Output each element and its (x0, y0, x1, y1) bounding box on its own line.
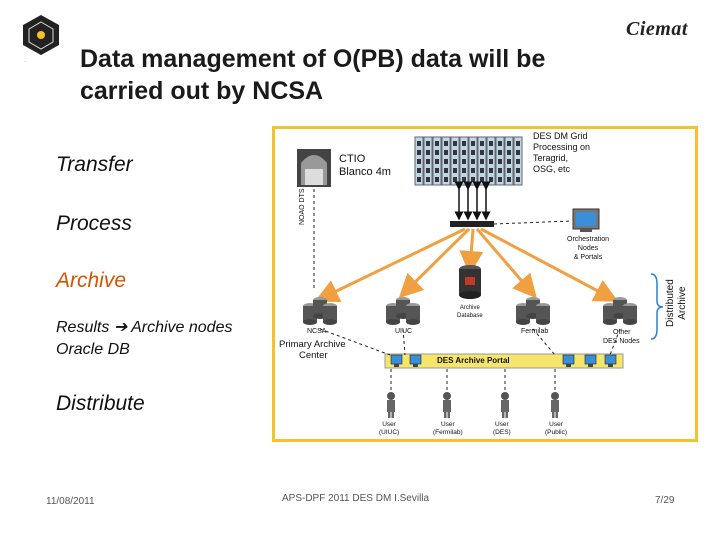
user-public-label: User(Public) (545, 421, 568, 436)
node-uiuc-label: UIUC (395, 328, 413, 335)
bullet-results: Results ➔ Archive nodes (56, 318, 232, 338)
orchestration-label: Orchestration Nodes & Portals (567, 236, 610, 261)
user-des-label: User(DES) (493, 421, 511, 436)
bullet-archive: Archive (56, 269, 127, 292)
node-ncsa-label: NCSA (307, 328, 327, 335)
results-text: Results (56, 319, 110, 336)
title-line-2: carried out by NCSA (80, 77, 324, 105)
slide-title: Data management of O(PB) data will be ca… (80, 43, 640, 107)
archive-database-icon (459, 265, 481, 299)
archive-nodes-text: Archive nodes (131, 319, 233, 336)
archive-database-label: Archive Database (457, 305, 483, 319)
ciemat-logo: Ciemat (626, 18, 708, 42)
des-dm-diagram: DES DM Grid Processing on Teragrid, OSG,… (272, 126, 698, 442)
portal-label: DES Archive Portal (437, 356, 510, 365)
network-switch-icon (450, 221, 494, 227)
bullet-process: Process (56, 212, 132, 235)
logo-caption: ... (24, 58, 28, 63)
bullet-oracle: Oracle DB (56, 341, 130, 358)
compute-cluster-icon (414, 136, 523, 186)
monitor-icon (562, 354, 575, 367)
ciemat-logo-text: Ciemat (626, 18, 688, 40)
bullet-distribute: Distribute (56, 392, 145, 415)
monitor-icon (604, 354, 617, 367)
institute-logo: ... (18, 12, 64, 72)
node-fermilab-label: Fermilab (521, 328, 549, 335)
server-stack-icon (303, 297, 337, 325)
brace-icon (650, 273, 664, 340)
server-stack-icon (603, 297, 637, 325)
computer-icon (572, 208, 600, 232)
user-uiuc-label: User(UIUC) (379, 421, 400, 436)
user-fermilab-label: User(Fermilab) (433, 421, 463, 436)
node-other-label: Other DES Nodes (603, 329, 640, 345)
telescope-icon (297, 149, 331, 187)
user-icon (387, 392, 395, 418)
monitor-icon (390, 354, 403, 367)
monitor-icon (584, 354, 597, 367)
user-icon (443, 392, 451, 418)
user-icon (501, 392, 509, 418)
grid-label: DES DM Grid Processing on Teragrid, OSG,… (533, 131, 591, 174)
footer-event: APS-DPF 2011 DES DM I.Sevilla (282, 493, 430, 504)
bullet-transfer: Transfer (56, 153, 133, 176)
ctio-label: CTIO Blanco 4m (339, 153, 391, 178)
monitor-icon (409, 354, 422, 367)
distributed-archive-label: Distributed Archive (665, 279, 688, 327)
server-stack-icon (386, 297, 420, 325)
user-icon (551, 392, 559, 418)
footer-date: 11/08/2011 (46, 496, 95, 507)
primary-archive-label: Primary Archive Center (279, 339, 346, 361)
noao-label: NOAO DTS (299, 188, 306, 225)
arrow-right-icon: ➔ (113, 319, 128, 336)
server-stack-icon (516, 297, 550, 325)
footer-page-number: 7/29 (655, 495, 675, 506)
title-line-1: Data management of O(PB) data will be (80, 45, 546, 73)
